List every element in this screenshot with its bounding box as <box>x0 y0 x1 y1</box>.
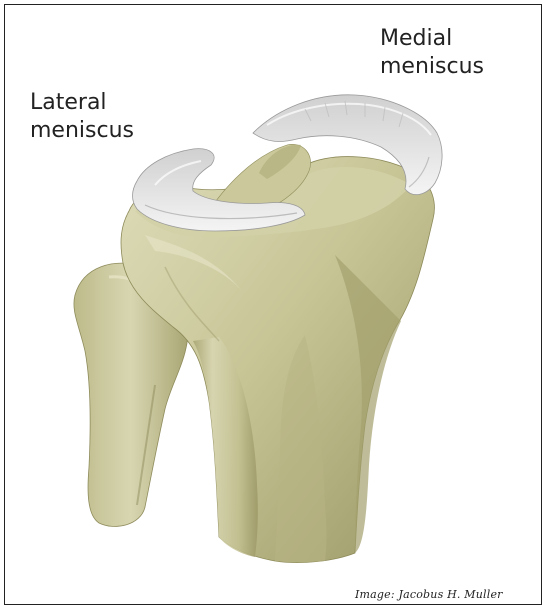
lateral-meniscus-label: Lateral meniscus <box>30 89 134 145</box>
medial-label-line2: meniscus <box>380 53 484 81</box>
lateral-label-line1: Lateral <box>30 89 134 117</box>
medial-label-line1: Medial <box>380 25 484 53</box>
figure-frame: Lateral meniscus Medial meniscus Image: … <box>4 4 542 605</box>
medial-meniscus-label: Medial meniscus <box>380 25 484 81</box>
lateral-label-line2: meniscus <box>30 117 134 145</box>
image-credit: Image: Jacobus H. Muller <box>355 588 503 601</box>
